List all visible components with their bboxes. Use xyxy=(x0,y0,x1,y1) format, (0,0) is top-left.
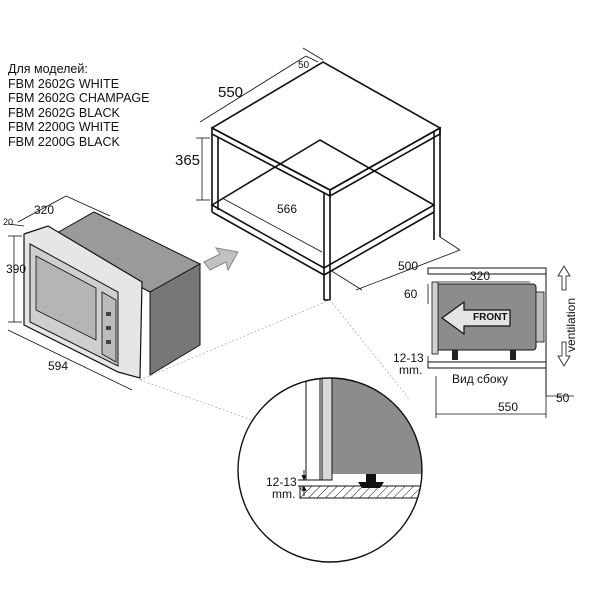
insertion-arrow-icon xyxy=(203,247,239,272)
side-view-rear-gap-label: 50 xyxy=(556,391,570,405)
side-view-gap-label: 12-13 xyxy=(393,351,424,365)
cabinet-dimension-lines xyxy=(196,47,461,291)
cabinet-width-label: 550 xyxy=(218,84,243,101)
detail-gap-unit: mm. xyxy=(272,487,295,501)
model-item: FBM 2200G BLACK xyxy=(8,134,120,149)
cabinet-top-offset-label: 50 xyxy=(298,60,310,71)
cabinet-inner-width-label: 566 xyxy=(277,202,297,216)
microwave-height-label: 390 xyxy=(6,262,26,276)
model-list: Для моделей: FBM 2602G WHITE FBM 2602G C… xyxy=(8,62,149,149)
detail-gap-label: 12-13 xyxy=(266,475,297,489)
microwave-depth-label: 320 xyxy=(34,203,54,217)
model-item: FBM 2602G CHAMPAGE xyxy=(8,91,150,105)
model-item: FBM 2200G WHITE xyxy=(8,120,120,134)
vent-down-arrow-icon xyxy=(557,341,571,367)
microwave-drawing xyxy=(23,211,202,379)
side-view-top-gap-label: 60 xyxy=(404,287,418,301)
detail-circle xyxy=(237,377,423,563)
side-view-depth-label: 320 xyxy=(470,269,490,283)
side-view-caption: Вид сбоку xyxy=(452,372,508,386)
side-view-drawing xyxy=(427,265,571,396)
model-list-heading: Для моделей: xyxy=(8,62,88,76)
side-view-front-label: FRONT xyxy=(473,312,507,323)
side-view-ventilation-label: ventilation xyxy=(564,298,578,352)
side-view-gap-unit: mm. xyxy=(399,363,422,377)
model-item: FBM 2602G WHITE xyxy=(8,76,120,91)
detail-leader-lines xyxy=(139,299,411,421)
side-view-dimension-lines xyxy=(427,281,574,418)
microwave-frame-label: 20 xyxy=(3,217,13,227)
cabinet-height-label: 365 xyxy=(175,152,200,169)
cabinet-depth-label: 500 xyxy=(398,259,418,273)
front-arrow-icon xyxy=(440,300,511,336)
microwave-width-label: 594 xyxy=(48,359,68,373)
model-item: FBM 2602G BLACK xyxy=(8,105,120,120)
cabinet-drawing xyxy=(210,61,442,301)
side-view-total-depth-label: 550 xyxy=(498,400,518,414)
microwave-dimension-lines xyxy=(7,195,133,391)
vent-up-arrow-icon xyxy=(557,265,571,291)
